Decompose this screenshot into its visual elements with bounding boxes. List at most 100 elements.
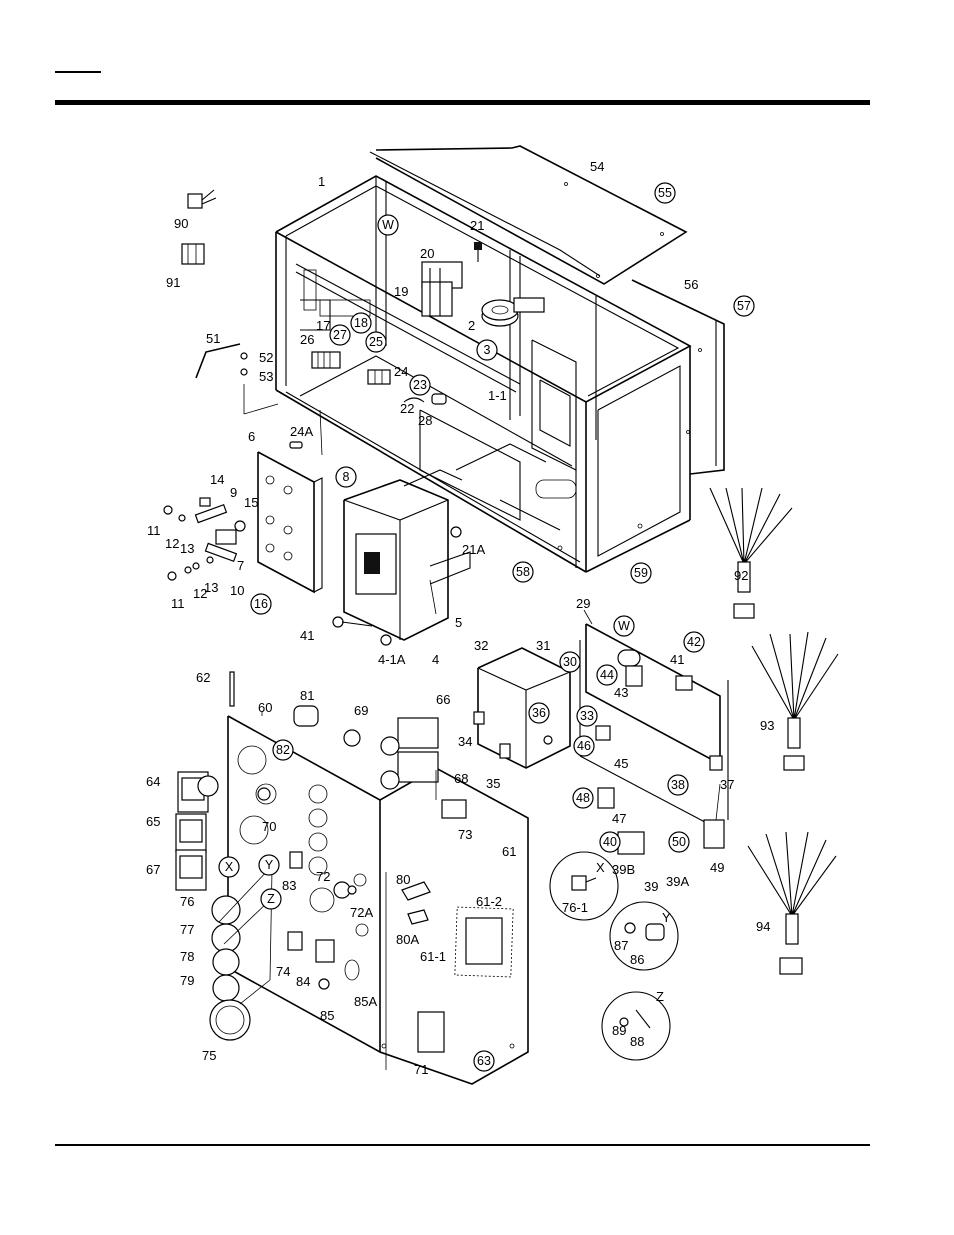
callout-42: 42 bbox=[683, 631, 705, 653]
part-label: 4-1A bbox=[378, 652, 406, 667]
part-label: 12 bbox=[193, 586, 207, 601]
rod-51 bbox=[195, 343, 241, 379]
part-label: 54 bbox=[590, 159, 604, 174]
svg-text:8: 8 bbox=[343, 470, 350, 484]
wire-harness-93 bbox=[751, 631, 839, 771]
contactor-assembly bbox=[421, 242, 545, 327]
wire-harness-94 bbox=[747, 831, 837, 975]
svg-text:40: 40 bbox=[603, 835, 617, 849]
callout-44: 44 bbox=[596, 664, 618, 686]
svg-text:W: W bbox=[618, 619, 630, 633]
leader-lines-upper bbox=[243, 384, 721, 821]
callout-50: 50 bbox=[668, 831, 690, 853]
svg-text:46: 46 bbox=[577, 739, 591, 753]
svg-text:44: 44 bbox=[600, 668, 614, 682]
part-label: 22 bbox=[400, 401, 414, 416]
part-label: 51 bbox=[206, 331, 220, 346]
part-label: 77 bbox=[180, 922, 194, 937]
part-label: 15 bbox=[244, 495, 258, 510]
part-label: 4 bbox=[432, 652, 439, 667]
part-label: 26 bbox=[300, 332, 314, 347]
circled-callouts: W 55 57 18 27 3 25 23 8 16 58 59 W 42 30… bbox=[218, 182, 755, 1072]
callout-40: 40 bbox=[599, 831, 621, 853]
connectors-90-91 bbox=[181, 189, 217, 265]
svg-text:27: 27 bbox=[333, 328, 347, 342]
part-label: 7 bbox=[237, 558, 244, 573]
svg-text:33: 33 bbox=[580, 709, 594, 723]
callout-63: 63 bbox=[473, 1050, 495, 1072]
terminal-blocks bbox=[289, 351, 447, 449]
part-label: 1-1 bbox=[488, 388, 507, 403]
callout-33: 33 bbox=[576, 705, 598, 727]
part-label: 69 bbox=[354, 703, 368, 718]
callout-w-upper: W bbox=[377, 214, 399, 236]
part-label: 87 bbox=[614, 938, 628, 953]
part-label: 39B bbox=[612, 862, 635, 877]
svg-text:Z: Z bbox=[267, 892, 275, 906]
callout-w-lower: W bbox=[613, 615, 635, 637]
svg-text:X: X bbox=[225, 860, 234, 874]
svg-text:30: 30 bbox=[563, 655, 577, 669]
part-label: 5 bbox=[455, 615, 462, 630]
part-label: 21 bbox=[470, 218, 484, 233]
part-label: 28 bbox=[418, 413, 432, 428]
part-label: 92 bbox=[734, 568, 748, 583]
wire-harness-92 bbox=[709, 487, 793, 619]
part-label: 85 bbox=[320, 1008, 334, 1023]
svg-text:18: 18 bbox=[354, 316, 368, 330]
inset-y bbox=[609, 901, 679, 971]
svg-text:63: 63 bbox=[477, 1054, 491, 1068]
part-label: 60 bbox=[258, 700, 272, 715]
part-label: 11 bbox=[147, 523, 161, 538]
part-label: 45 bbox=[614, 756, 628, 771]
part-label: 79 bbox=[180, 973, 194, 988]
callout-82: 82 bbox=[272, 739, 294, 761]
callout-25: 25 bbox=[365, 331, 387, 353]
part-label: 39A bbox=[666, 874, 689, 889]
callout-59: 59 bbox=[630, 562, 652, 584]
svg-text:W: W bbox=[382, 218, 394, 232]
part-label: 84 bbox=[296, 974, 310, 989]
part-label: 90 bbox=[174, 216, 188, 231]
svg-text:16: 16 bbox=[254, 597, 268, 611]
part-label: 37 bbox=[720, 777, 734, 792]
part-label: 75 bbox=[202, 1048, 216, 1063]
panel-components bbox=[229, 671, 467, 1053]
part-label: 61 bbox=[502, 844, 516, 859]
top-cover-plate bbox=[369, 145, 688, 285]
part-label: 94 bbox=[756, 919, 770, 934]
callout-55: 55 bbox=[654, 182, 676, 204]
part-label: 93 bbox=[760, 718, 774, 733]
part-label: 70 bbox=[262, 819, 276, 834]
svg-text:3: 3 bbox=[484, 343, 491, 357]
part-label: 83 bbox=[282, 878, 296, 893]
part-label: 34 bbox=[458, 734, 472, 749]
part-label: 52 bbox=[259, 350, 273, 365]
part-label: X bbox=[596, 860, 605, 875]
circuit-breaker bbox=[332, 469, 471, 646]
inset-x bbox=[549, 851, 619, 921]
part-label: 14 bbox=[210, 472, 224, 487]
part-label: 76-1 bbox=[562, 900, 588, 915]
part-label: 43 bbox=[614, 685, 628, 700]
header-rule bbox=[55, 100, 870, 105]
part-label: 68 bbox=[454, 771, 468, 786]
part-label: 13 bbox=[204, 580, 218, 595]
part-label: 78 bbox=[180, 949, 194, 964]
part-label: 24 bbox=[394, 364, 408, 379]
panel-gauges bbox=[209, 895, 251, 1041]
svg-text:57: 57 bbox=[737, 299, 751, 313]
leader-lines bbox=[218, 770, 437, 1070]
part-label: 10 bbox=[230, 583, 244, 598]
part-label: 88 bbox=[630, 1034, 644, 1049]
callout-46: 46 bbox=[573, 735, 595, 757]
svg-text:38: 38 bbox=[671, 778, 685, 792]
svg-text:25: 25 bbox=[369, 335, 383, 349]
part-label: 11 bbox=[171, 596, 185, 611]
part-label: 89 bbox=[612, 1023, 626, 1038]
callout-30: 30 bbox=[559, 651, 581, 673]
callout-23: 23 bbox=[409, 374, 431, 396]
part-label: 32 bbox=[474, 638, 488, 653]
part-label: 71 bbox=[414, 1062, 428, 1077]
